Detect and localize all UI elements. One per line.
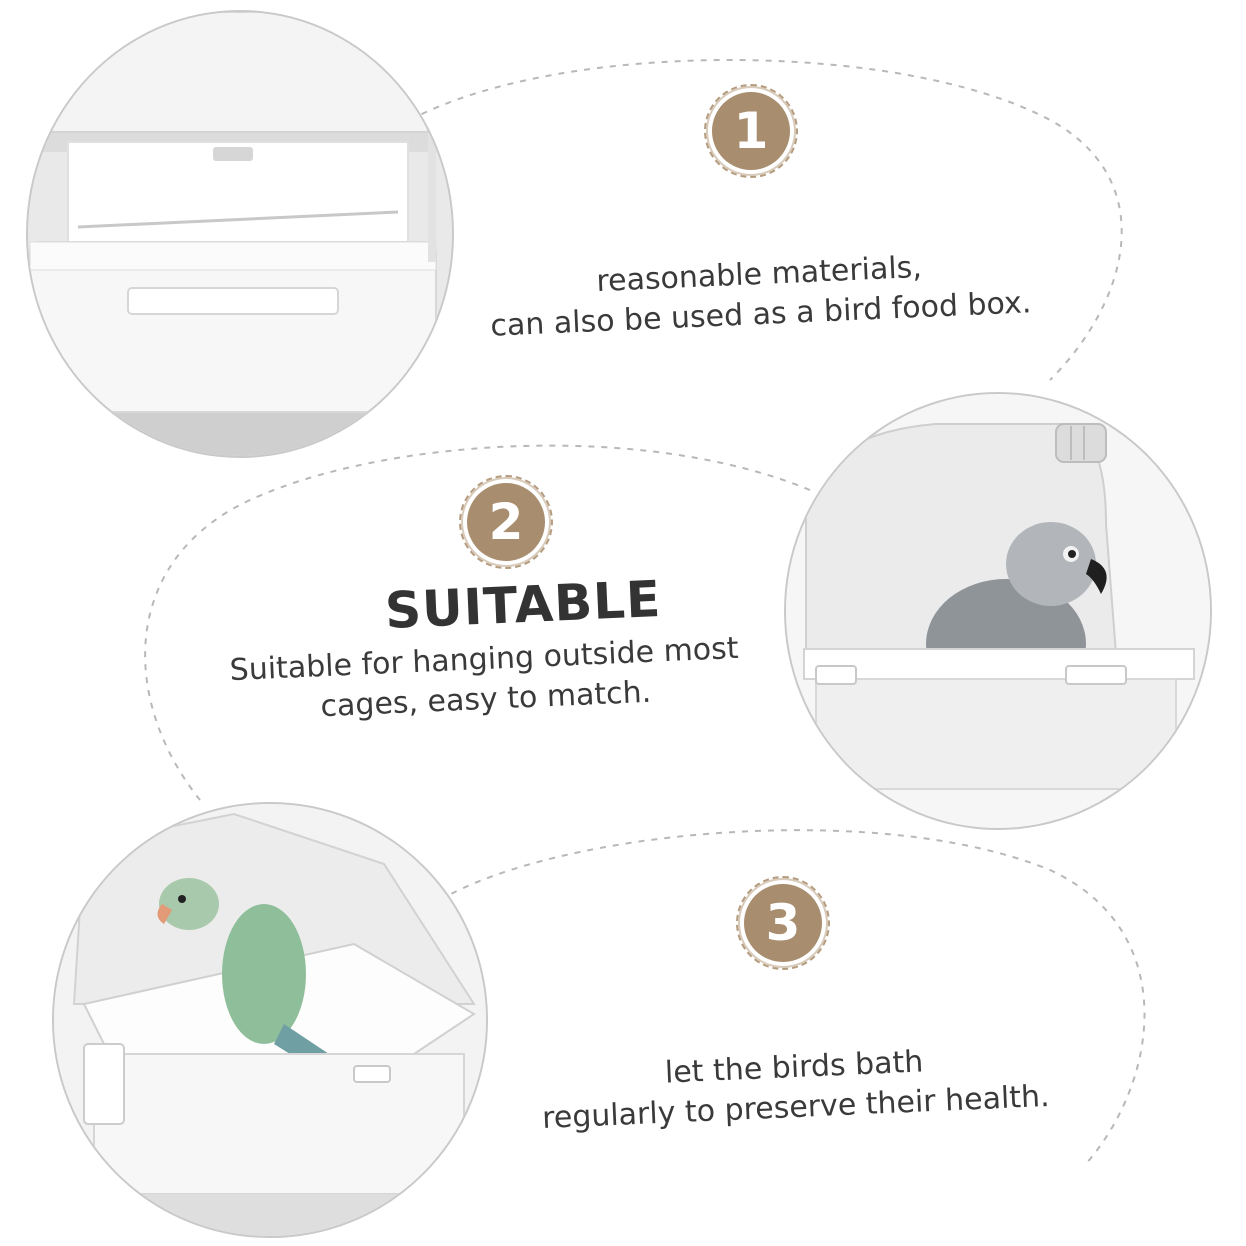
photo-circle-2: [784, 392, 1212, 830]
number-badge-1-label: 1: [733, 102, 769, 160]
grey-parrot-in-bath-box-photo: [786, 394, 1210, 828]
number-badge-3-label: 3: [765, 894, 801, 952]
dashed-arc-3: [439, 829, 1146, 1166]
photo-circle-1: [26, 10, 454, 458]
photo-circle-3: [52, 802, 488, 1238]
number-badge-3: 3: [736, 876, 830, 970]
green-parrot-in-bath-box-photo: [54, 804, 486, 1236]
dashed-arc-2: [144, 444, 811, 801]
number-badge-2-label: 2: [488, 493, 524, 551]
feature-2-headline: SUITABLE: [383, 570, 663, 640]
empty-bird-bath-box-photo: [28, 12, 452, 456]
number-badge-1: 1: [704, 84, 798, 178]
number-badge-2: 2: [459, 475, 553, 569]
